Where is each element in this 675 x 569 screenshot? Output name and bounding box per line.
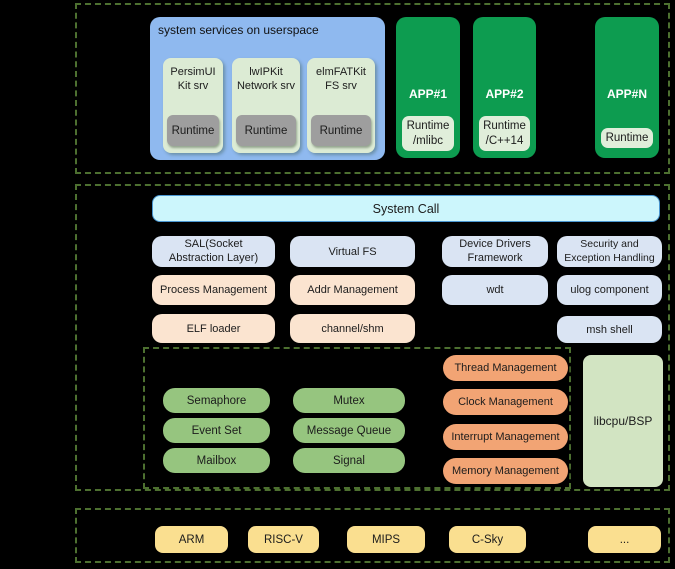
system-call-bar: System Call bbox=[152, 195, 660, 222]
signal-box: Signal bbox=[293, 448, 405, 473]
mutex-box: Mutex bbox=[293, 388, 405, 413]
semaphore-box: Semaphore bbox=[163, 388, 270, 413]
service-lwipkit-runtime: Runtime bbox=[236, 115, 296, 146]
memory-management-box: Memory Management bbox=[443, 458, 568, 484]
process-management-box: Process Management bbox=[152, 275, 275, 305]
service-elmfatkit: elmFATKit FS srv Runtime bbox=[307, 58, 375, 153]
app-1-label: APP#1 bbox=[408, 87, 448, 101]
message-queue-box: Message Queue bbox=[293, 418, 405, 443]
arch-section-border bbox=[75, 508, 670, 563]
event-set-box: Event Set bbox=[163, 418, 270, 443]
system-services-panel: system services on userspace PersimUI Ki… bbox=[150, 17, 385, 160]
service-persimui: PersimUI Kit srv Runtime bbox=[163, 58, 223, 153]
mailbox-box: Mailbox bbox=[163, 448, 270, 473]
clock-management-box: Clock Management bbox=[443, 389, 568, 415]
device-drivers-box: Device Drivers Framework bbox=[442, 236, 548, 267]
service-lwipkit-label: lwIPKit Network srv bbox=[236, 66, 296, 92]
system-services-title: system services on userspace bbox=[158, 23, 319, 37]
kernel-section-border bbox=[143, 347, 571, 489]
thread-management-box: Thread Management bbox=[443, 355, 568, 381]
channel-shm-box: channel/shm bbox=[290, 314, 415, 343]
addr-management-box: Addr Management bbox=[290, 275, 415, 305]
app-n: APP#N Runtime bbox=[595, 17, 659, 158]
arch-csky-box: C-Sky bbox=[449, 526, 526, 553]
service-persimui-label: PersimUI Kit srv bbox=[170, 66, 216, 92]
interrupt-management-box: Interrupt Management bbox=[443, 424, 568, 450]
libcpu-bsp-box: libcpu/BSP bbox=[583, 355, 663, 487]
arch-arm-box: ARM bbox=[155, 526, 228, 553]
wdt-box: wdt bbox=[442, 275, 548, 305]
app-1-runtime: Runtime /mlibc bbox=[402, 116, 454, 151]
security-box: Security and Exception Handling bbox=[557, 236, 662, 267]
ulog-component-box: ulog component bbox=[557, 275, 662, 305]
service-elmfatkit-label: elmFATKit FS srv bbox=[316, 66, 366, 92]
arch-mips-box: MIPS bbox=[347, 526, 425, 553]
services-section-border bbox=[75, 184, 670, 491]
service-elmfatkit-runtime: Runtime bbox=[311, 115, 371, 146]
virtual-fs-box: Virtual FS bbox=[290, 236, 415, 267]
service-persimui-runtime: Runtime bbox=[167, 115, 219, 146]
sal-box: SAL(Socket Abstraction Layer) bbox=[152, 236, 275, 267]
app-1: APP#1 Runtime /mlibc bbox=[396, 17, 460, 158]
app-n-runtime: Runtime bbox=[601, 127, 653, 148]
msh-shell-box: msh shell bbox=[557, 316, 662, 343]
app-2-label: APP#2 bbox=[485, 87, 524, 101]
elf-loader-box: ELF loader bbox=[152, 314, 275, 343]
app-2-runtime: Runtime /C++14 bbox=[479, 116, 530, 151]
service-lwipkit: lwIPKit Network srv Runtime bbox=[232, 58, 300, 153]
app-2: APP#2 Runtime /C++14 bbox=[473, 17, 536, 158]
arch-more-box: ... bbox=[588, 526, 661, 553]
userspace-section-border bbox=[75, 3, 670, 174]
arch-riscv-box: RISC-V bbox=[248, 526, 319, 553]
app-n-label: APP#N bbox=[606, 87, 647, 101]
